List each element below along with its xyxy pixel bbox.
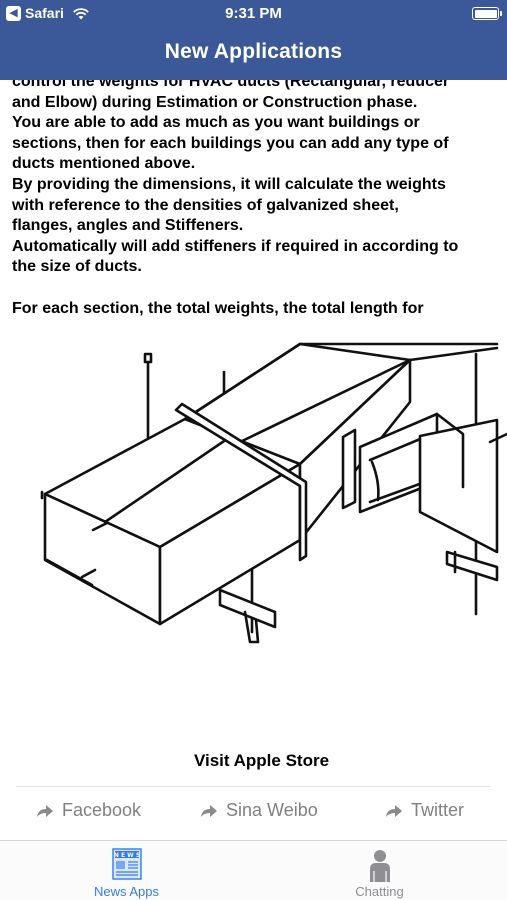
share-twitter-button[interactable]: Twitter (385, 800, 464, 821)
wifi-icon (73, 7, 89, 19)
back-arrow-icon[interactable]: ◀ (6, 5, 21, 21)
description-line: ducts mentioned above. (12, 155, 196, 173)
tab-news-apps[interactable]: N E W S News Apps (0, 841, 253, 900)
description-line (12, 278, 502, 299)
newspaper-icon: N E W S (111, 848, 142, 880)
description-line: flanges, angles and Stiffeners. (12, 217, 244, 235)
app-description: control the weights for HVAC ducts (Rect… (12, 80, 502, 319)
description-line: control the weights for HVAC ducts (Rect… (12, 80, 450, 90)
hvac-duct-illustration (40, 342, 507, 644)
description-line: You are able to add as much as you want … (12, 114, 420, 132)
page-title: New Applications (164, 40, 343, 63)
description-line: and Elbow) during Estimation or Construc… (12, 93, 418, 111)
share-sina-weibo-button[interactable]: Sina Weibo (200, 800, 318, 821)
share-facebook-button[interactable]: Facebook (36, 800, 141, 821)
status-bar: ◀ Safari 9:31 PM (0, 0, 507, 28)
description-line: Automatically will add stiffeners if req… (12, 237, 459, 255)
status-time: 9:31 PM (225, 5, 282, 22)
svg-text:N E W S: N E W S (113, 852, 139, 859)
navigation-bar: ◀ Safari 9:31 PM New Applications (0, 0, 507, 80)
share-bar: Facebook Sina Weibo Twitter (0, 800, 507, 828)
description-line: sections, then for each buildings you ca… (12, 134, 449, 152)
battery-icon (472, 7, 502, 20)
description-line: with reference to the densities of galva… (12, 196, 399, 214)
share-facebook-label: Facebook (62, 800, 142, 820)
description-line: By providing the dimensions, it will cal… (12, 175, 446, 193)
visit-apple-store-link[interactable]: Visit Apple Store (193, 751, 330, 770)
tab-news-apps-label: News Apps (93, 884, 160, 899)
divider (16, 786, 491, 787)
share-arrow-icon (37, 804, 53, 817)
share-arrow-icon (201, 804, 217, 817)
share-sina-weibo-label: Sina Weibo (226, 800, 318, 820)
share-arrow-icon (386, 804, 402, 817)
person-icon (369, 850, 390, 882)
tab-chatting[interactable]: Chatting (253, 841, 506, 900)
description-line: the size of ducts. (12, 258, 142, 276)
app-description-scroll[interactable]: control the weights for HVAC ducts (Rect… (0, 80, 507, 739)
back-app-label[interactable]: Safari (25, 5, 64, 21)
description-line: For each section, the total weights, the… (12, 299, 424, 317)
tab-bar: N E W S News Apps Chatting (0, 840, 507, 900)
tab-chatting-label: Chatting (355, 884, 404, 899)
share-twitter-label: Twitter (411, 800, 465, 820)
